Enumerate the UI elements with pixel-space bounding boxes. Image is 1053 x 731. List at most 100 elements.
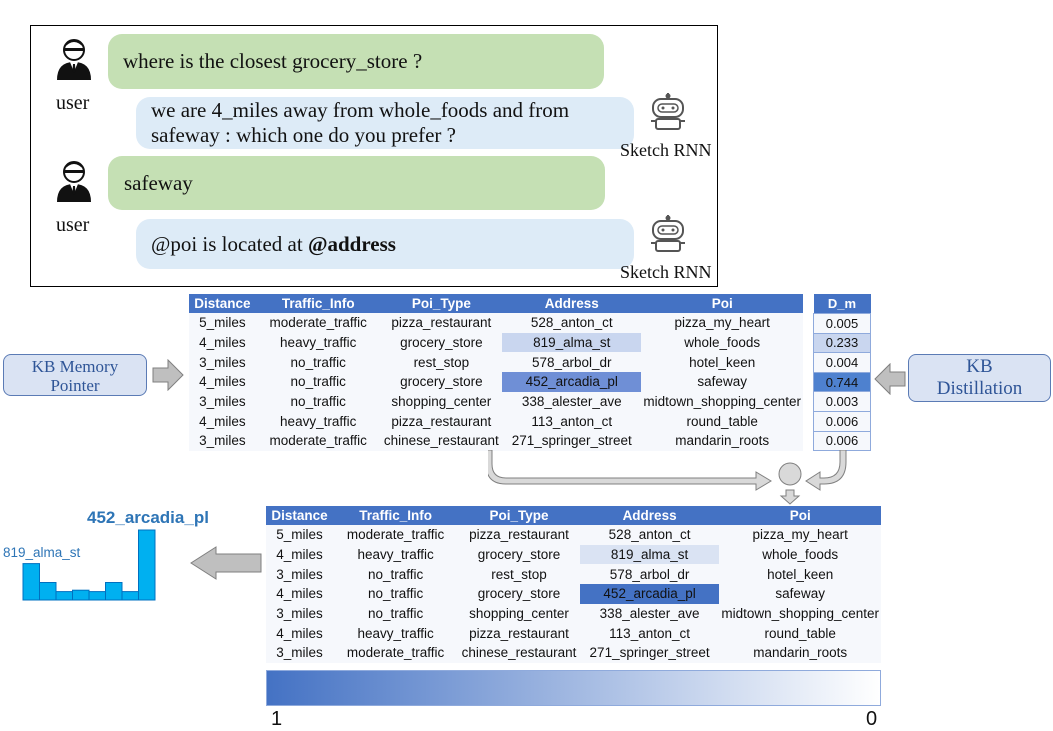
user-utterance: safeway (108, 156, 605, 210)
cell: rest_stop (413, 354, 470, 370)
kb-memory-pointer-box: KB Memory Pointer (3, 354, 147, 396)
cell: pizza_my_heart (752, 527, 848, 543)
table-header-row: Distance Traffic_Info Poi_Type Address P… (189, 294, 803, 313)
speaker-label: user (56, 92, 90, 114)
pointer-bar (72, 589, 90, 601)
cell: 4_miles (276, 625, 323, 641)
column-header: Traffic_Info (255, 294, 381, 313)
column-header: Address (502, 294, 642, 313)
speaker-label: Sketch RNN (620, 262, 712, 282)
cell: 578_arbol_dr (531, 354, 612, 370)
cell: 3_miles (199, 394, 246, 410)
column-header: Poi_Type (458, 506, 580, 525)
pointer-bar (121, 591, 139, 601)
cell: 3_miles (276, 566, 323, 582)
cell: moderate_traffic (346, 645, 445, 661)
cell: round_table (764, 625, 836, 641)
box-label: KB Memory (31, 357, 119, 376)
highlighted-cell: 819_alma_st (579, 544, 720, 565)
cell: pizza_restaurant (469, 625, 569, 641)
cell: moderate_traffic (269, 315, 367, 331)
score-cell: 0.233 (813, 332, 871, 354)
left-arrow-icon (190, 546, 262, 580)
cell: no_traffic (367, 586, 424, 602)
cell: heavy_traffic (280, 413, 357, 429)
cell: safeway (697, 374, 747, 390)
column-header: D_m (813, 294, 871, 314)
cell: 3_miles (276, 645, 323, 661)
kb-table-bottom: Distance Traffic_Info Poi_Type Address P… (266, 506, 881, 663)
column-header: Address (579, 506, 720, 525)
table-header-row: Distance Traffic_Info Poi_Type Address P… (266, 506, 881, 525)
cell: no_traffic (367, 606, 424, 622)
highlighted-cell: 819_alma_st (502, 332, 642, 353)
column-header: Distance (266, 506, 333, 525)
cell: 338_alester_ave (521, 394, 622, 410)
score-cell: 0.003 (813, 391, 871, 412)
highlighted-cell: 452_arcadia_pl (579, 584, 720, 604)
column-header: Poi (719, 506, 881, 525)
cell: chinese_restaurant (461, 645, 577, 661)
cell: hotel_keen (767, 566, 834, 582)
cell: no_traffic (290, 354, 346, 370)
pointer-bar (105, 582, 123, 601)
cell: 113_anton_ct (531, 413, 613, 429)
utterance-line: we are 4_miles away from whole_foods and… (151, 98, 570, 122)
system-utterance: @poi is located at @address (136, 219, 634, 269)
scale-min-label: 1 (271, 708, 283, 730)
combine-arrows (488, 450, 847, 505)
cell: shopping_center (391, 394, 492, 410)
box-label: KB (966, 356, 993, 377)
box-label: Distillation (936, 378, 1023, 399)
cell: mandarin_roots (675, 433, 770, 449)
cell: heavy_traffic (280, 335, 357, 351)
cell: 528_anton_ct (608, 527, 691, 543)
pointer-bar (55, 591, 73, 601)
speaker-label: user (56, 214, 90, 236)
pointer-max-label: 452_arcadia_pl (87, 508, 209, 527)
user-avatar-icon (57, 161, 91, 202)
cell: pizza_my_heart (674, 315, 770, 331)
cell: 578_arbol_dr (609, 566, 690, 582)
pointer-bar (22, 563, 40, 601)
cell: 338_alester_ave (599, 606, 700, 622)
score-cell: 0.006 (813, 430, 871, 452)
kb-distillation-box: KB Distillation (908, 354, 1051, 402)
scale-max-label: 0 (866, 708, 878, 730)
column-header: Distance (189, 294, 256, 313)
cell: 3_miles (199, 354, 246, 370)
cell: whole_foods (684, 335, 761, 351)
cell: midtown_shopping_center (643, 394, 801, 410)
cell: heavy_traffic (357, 625, 434, 641)
pointer-bar (138, 529, 156, 601)
box-label: Pointer (50, 376, 100, 395)
cell: 3_miles (199, 433, 246, 449)
highlighted-cell: 452_arcadia_pl (502, 372, 642, 392)
score-cell: 0.006 (813, 410, 871, 432)
cell: 4_miles (276, 547, 323, 563)
cell: round_table (686, 413, 758, 429)
robot-icon (651, 93, 685, 130)
utterance-text: @poi is located at (151, 232, 308, 256)
cell: pizza_restaurant (391, 315, 492, 331)
cell: 528_anton_ct (530, 315, 613, 331)
cell: safeway (775, 586, 825, 602)
cell: moderate_traffic (346, 527, 445, 543)
dialogue-panel (30, 25, 718, 287)
cell: heavy_traffic (357, 547, 434, 563)
column-header: Poi_Type (380, 294, 503, 313)
cell: 271_springer_street (511, 433, 632, 449)
cell: no_traffic (290, 374, 346, 390)
cell: whole_foods (762, 547, 839, 563)
utterance-placeholder: @address (307, 232, 396, 256)
